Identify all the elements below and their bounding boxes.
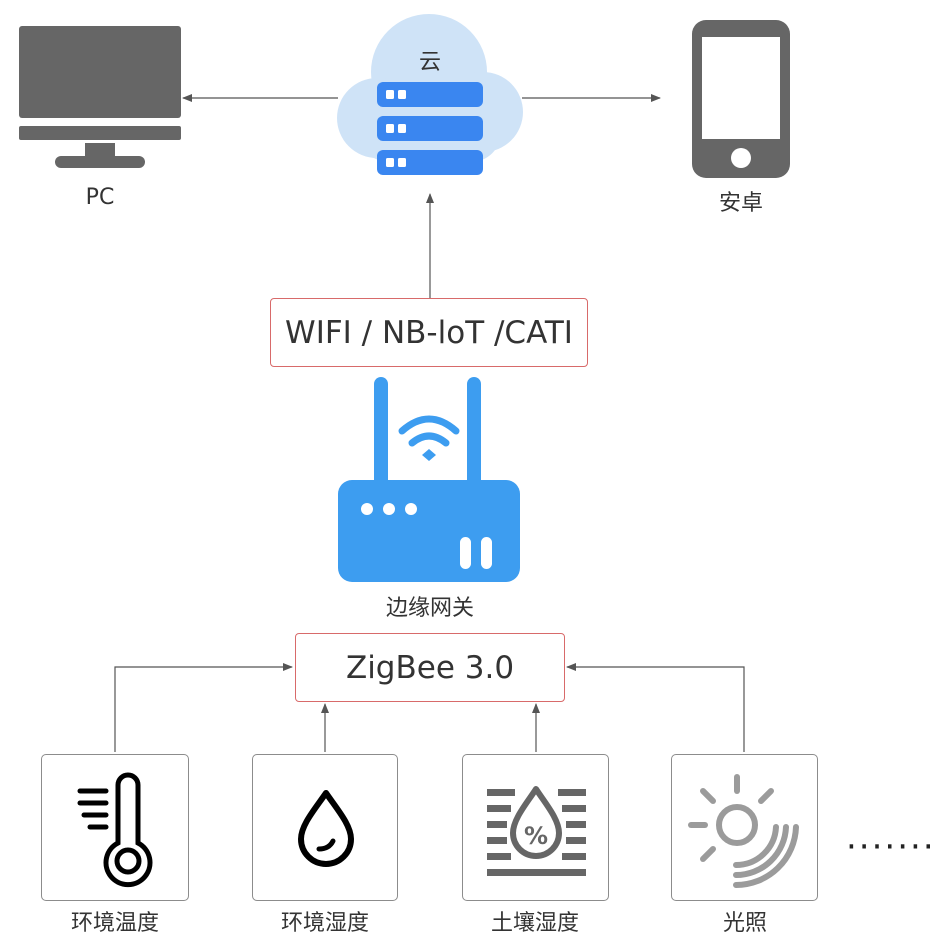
light-sensor-label: 光照 [722, 911, 767, 936]
svg-text:%: % [524, 822, 548, 850]
gateway-label: 边缘网关 [385, 596, 474, 621]
field-protocol-box: ZigBee 3.0 [295, 633, 565, 702]
soil-moisture-icon: % [487, 786, 586, 876]
humidity-sensor-box [252, 754, 398, 901]
cloud-label: 云 [418, 50, 441, 75]
soil-sensor-box: % [462, 754, 609, 901]
android-label: 安卓 [718, 191, 763, 216]
temp-sensor-connector [114, 663, 293, 752]
thermometer-icon [77, 772, 153, 888]
humidity-sensor-label: 环境湿度 [280, 911, 369, 936]
smartphone-icon [692, 20, 790, 178]
pc-label: PC [85, 185, 115, 210]
light-sensor-box [671, 754, 818, 901]
temperature-sensor-box [41, 754, 189, 901]
network-protocol-box: WIFI / NB-loT /CATI [270, 298, 588, 367]
cloud-server-icon [337, 14, 523, 175]
field-protocol-label: ZigBee 3.0 [345, 649, 515, 686]
more-sensors-ellipsis: ······· [846, 827, 936, 867]
router-icon [338, 377, 520, 582]
soil-sensor-label: 土壤湿度 [490, 911, 579, 936]
light-sensor-connector [566, 663, 745, 752]
sun-icon [688, 774, 799, 888]
network-protocol-label: WIFI / NB-loT /CATI [285, 314, 573, 351]
water-drop-icon [298, 790, 354, 867]
monitor-icon [19, 26, 181, 168]
temperature-sensor-label: 环境温度 [70, 911, 159, 936]
